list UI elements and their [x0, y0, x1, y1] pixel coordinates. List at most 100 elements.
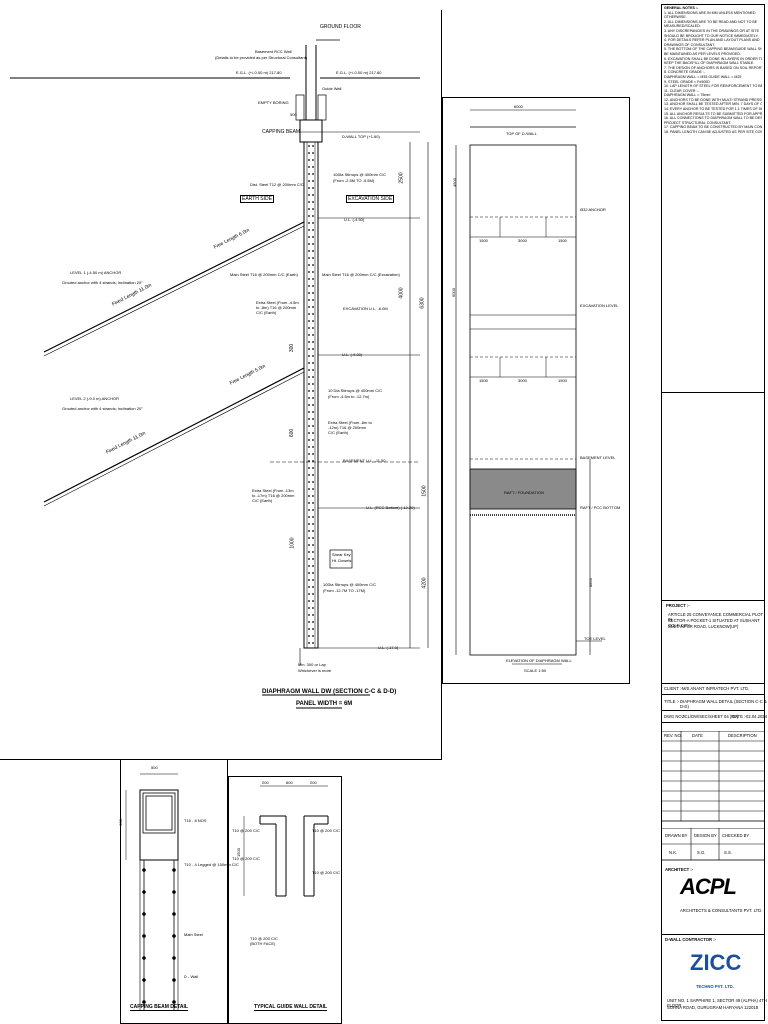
elev-caption: ELEVATION OF DIAPHRAGM WALL	[506, 658, 572, 663]
rebar-dot	[312, 299, 314, 301]
general-note: DIAPHRAGM WALL = 75mm	[664, 93, 711, 98]
rebar-dot	[312, 187, 314, 189]
divider-4	[661, 694, 765, 695]
dim-1500: 1500	[421, 485, 428, 497]
anchor-2-notes: Grouted anchor with 4 strands; inclinati…	[62, 406, 143, 411]
general-notes-title: GENERAL NOTES :-	[664, 6, 699, 10]
rebar-dot	[312, 292, 314, 294]
gw-bottom-note: T10 @ 200 C/C (BOTH FACE)	[250, 936, 278, 946]
rebar-dot	[312, 334, 314, 336]
rebar-dot	[312, 166, 314, 168]
shear-key-label-2: Ht. Dowels	[332, 558, 352, 563]
stirrups-1-range: (From -2.5M TO -5.5M)	[333, 178, 375, 183]
extra-steel-2: Extra Steel (From -8m to -12m) T16 @ 200…	[328, 420, 372, 435]
rebar-dot	[312, 215, 314, 217]
rebar-dot	[312, 600, 314, 602]
rebar-dot	[312, 201, 314, 203]
section-title: DIAPHRAGM WALL DW (SECTION C-C & D-D)	[262, 688, 397, 695]
general-notes-list: 1. ALL DIMENSIONS ARE IN MM UNLESS MENTI…	[664, 11, 762, 135]
general-note: 13. ANCHOR SHALL BE TESTED AFTER MIN. 7 …	[664, 102, 762, 107]
general-note: 8. CONCRETE GRADE :-	[664, 70, 706, 75]
rebar-dot	[308, 558, 310, 560]
rebar-dot	[308, 166, 310, 168]
rebar-dot	[312, 376, 314, 378]
rebar-dot	[172, 978, 176, 982]
contractor-label: D-WALL CONTRACTOR :-	[665, 937, 717, 942]
rebar-dot	[312, 530, 314, 532]
general-note: SHOULD BE BROUGHT TO OUR NOTICE IMMEDIAT…	[664, 33, 759, 38]
dim-6300: 6300	[419, 297, 426, 309]
sign-checked-value: S.S.	[724, 850, 732, 855]
elev-dim-6000: 6000	[450, 288, 456, 297]
sign-drawn-value: N.K.	[669, 850, 678, 855]
client-label: CLIENT :-	[664, 686, 683, 691]
rebar-dot	[308, 250, 310, 252]
rebar-dot	[312, 271, 314, 273]
rebar-dot	[308, 194, 310, 196]
general-note: 17. CAPPING BEAM TO BE CONSTRUCTED BY MA…	[664, 125, 762, 130]
rebar-dot	[308, 628, 310, 630]
title-label: TITLE :-	[664, 699, 680, 704]
rebar-dot	[312, 516, 314, 518]
stirrups-3-range: (From -12.7M TO -17M)	[323, 588, 366, 593]
level-right-label: E.G.L. (+/-0.00 m) 217.80	[336, 70, 382, 75]
rebar-dot	[312, 544, 314, 546]
architect-label: ARCHITECT :-	[665, 867, 694, 872]
general-note: 11. CLEAR COVER :-	[664, 88, 699, 93]
rebar-dot	[308, 635, 310, 637]
general-note: 18. PANEL LENGTH CAN BE ADJUSTED AS PER …	[664, 130, 762, 135]
rebar-dot	[308, 495, 310, 497]
general-note: 16. ALL CONNECTIONS TO DIAPHRAGM WALL TO…	[664, 116, 762, 121]
rebar-dot	[312, 579, 314, 581]
rebar-dot	[312, 285, 314, 287]
elev-spacing-2c: 1500	[558, 378, 567, 383]
rebar-dot	[312, 404, 314, 406]
rebar-dot	[308, 593, 310, 595]
rebar-dot	[312, 222, 314, 224]
rebar-dot	[312, 229, 314, 231]
excavation-level-label: EXCAVATION U.L. -6.0M	[343, 306, 388, 311]
rebar-dot	[308, 572, 310, 574]
shear-key-label: Shear Key	[332, 552, 351, 557]
rebar-dot	[312, 418, 314, 420]
extra-steel-3: Extra Steel (From -13m to -17m) T16 @ 20…	[252, 488, 295, 503]
cb-width: 500	[151, 765, 158, 770]
rebar-dot	[312, 523, 314, 525]
empty-boring-dim: 500	[290, 112, 297, 117]
basement-level-label: BASEMENT U.L. -11.50	[343, 458, 386, 463]
general-note: 12. ANCHORS TO BE DONE WITH MULTI STRAND…	[664, 97, 762, 102]
rebar-dot	[142, 934, 146, 938]
rebar-dot	[308, 187, 310, 189]
rebar-dot	[312, 243, 314, 245]
rebar-dot	[142, 912, 146, 916]
rebar-dot	[308, 383, 310, 385]
revision-table	[661, 731, 765, 822]
rebar-dot	[312, 537, 314, 539]
rebar-dot	[172, 934, 176, 938]
rebar-dot	[308, 586, 310, 588]
rebar-dot	[312, 390, 314, 392]
empty-boring-label: EMPTY BORING	[258, 100, 289, 105]
rebar-dot	[308, 208, 310, 210]
gw-title: TYPICAL GUIDE WALL DETAIL	[254, 1004, 328, 1011]
rebar-dot	[312, 250, 314, 252]
rebar-dot	[308, 481, 310, 483]
rebar-dot	[308, 516, 310, 518]
general-note: 9. STEEL GRADE = Fe500D	[664, 79, 710, 84]
rebar-dot	[312, 607, 314, 609]
rebar-dot	[312, 628, 314, 630]
min-embed-label: Min. 300 or Lap	[298, 662, 326, 667]
rebar-dot	[308, 544, 310, 546]
elev-dim-8850: 8850	[587, 578, 593, 587]
gw-rebar-2: T10 @ 200 C/C	[232, 856, 260, 861]
general-note: MEASURED/SCALED.	[664, 24, 701, 29]
rebar-dot	[172, 868, 176, 872]
anchor-1-label: LEVEL 1 (-4.50 m) ANCHOR	[70, 270, 122, 275]
date-label: DATE :-	[732, 714, 747, 719]
dim-4000: 4000	[398, 287, 405, 299]
general-note: 4. FOR DETAILS REFER PLAN AND LAYOUT PLA…	[664, 38, 760, 43]
elev-spacing-2a: 1500	[479, 378, 488, 383]
rebar-dot	[142, 868, 146, 872]
level-2-label: U.L. (-9.00)	[342, 352, 363, 357]
rebar-dot	[308, 180, 310, 182]
